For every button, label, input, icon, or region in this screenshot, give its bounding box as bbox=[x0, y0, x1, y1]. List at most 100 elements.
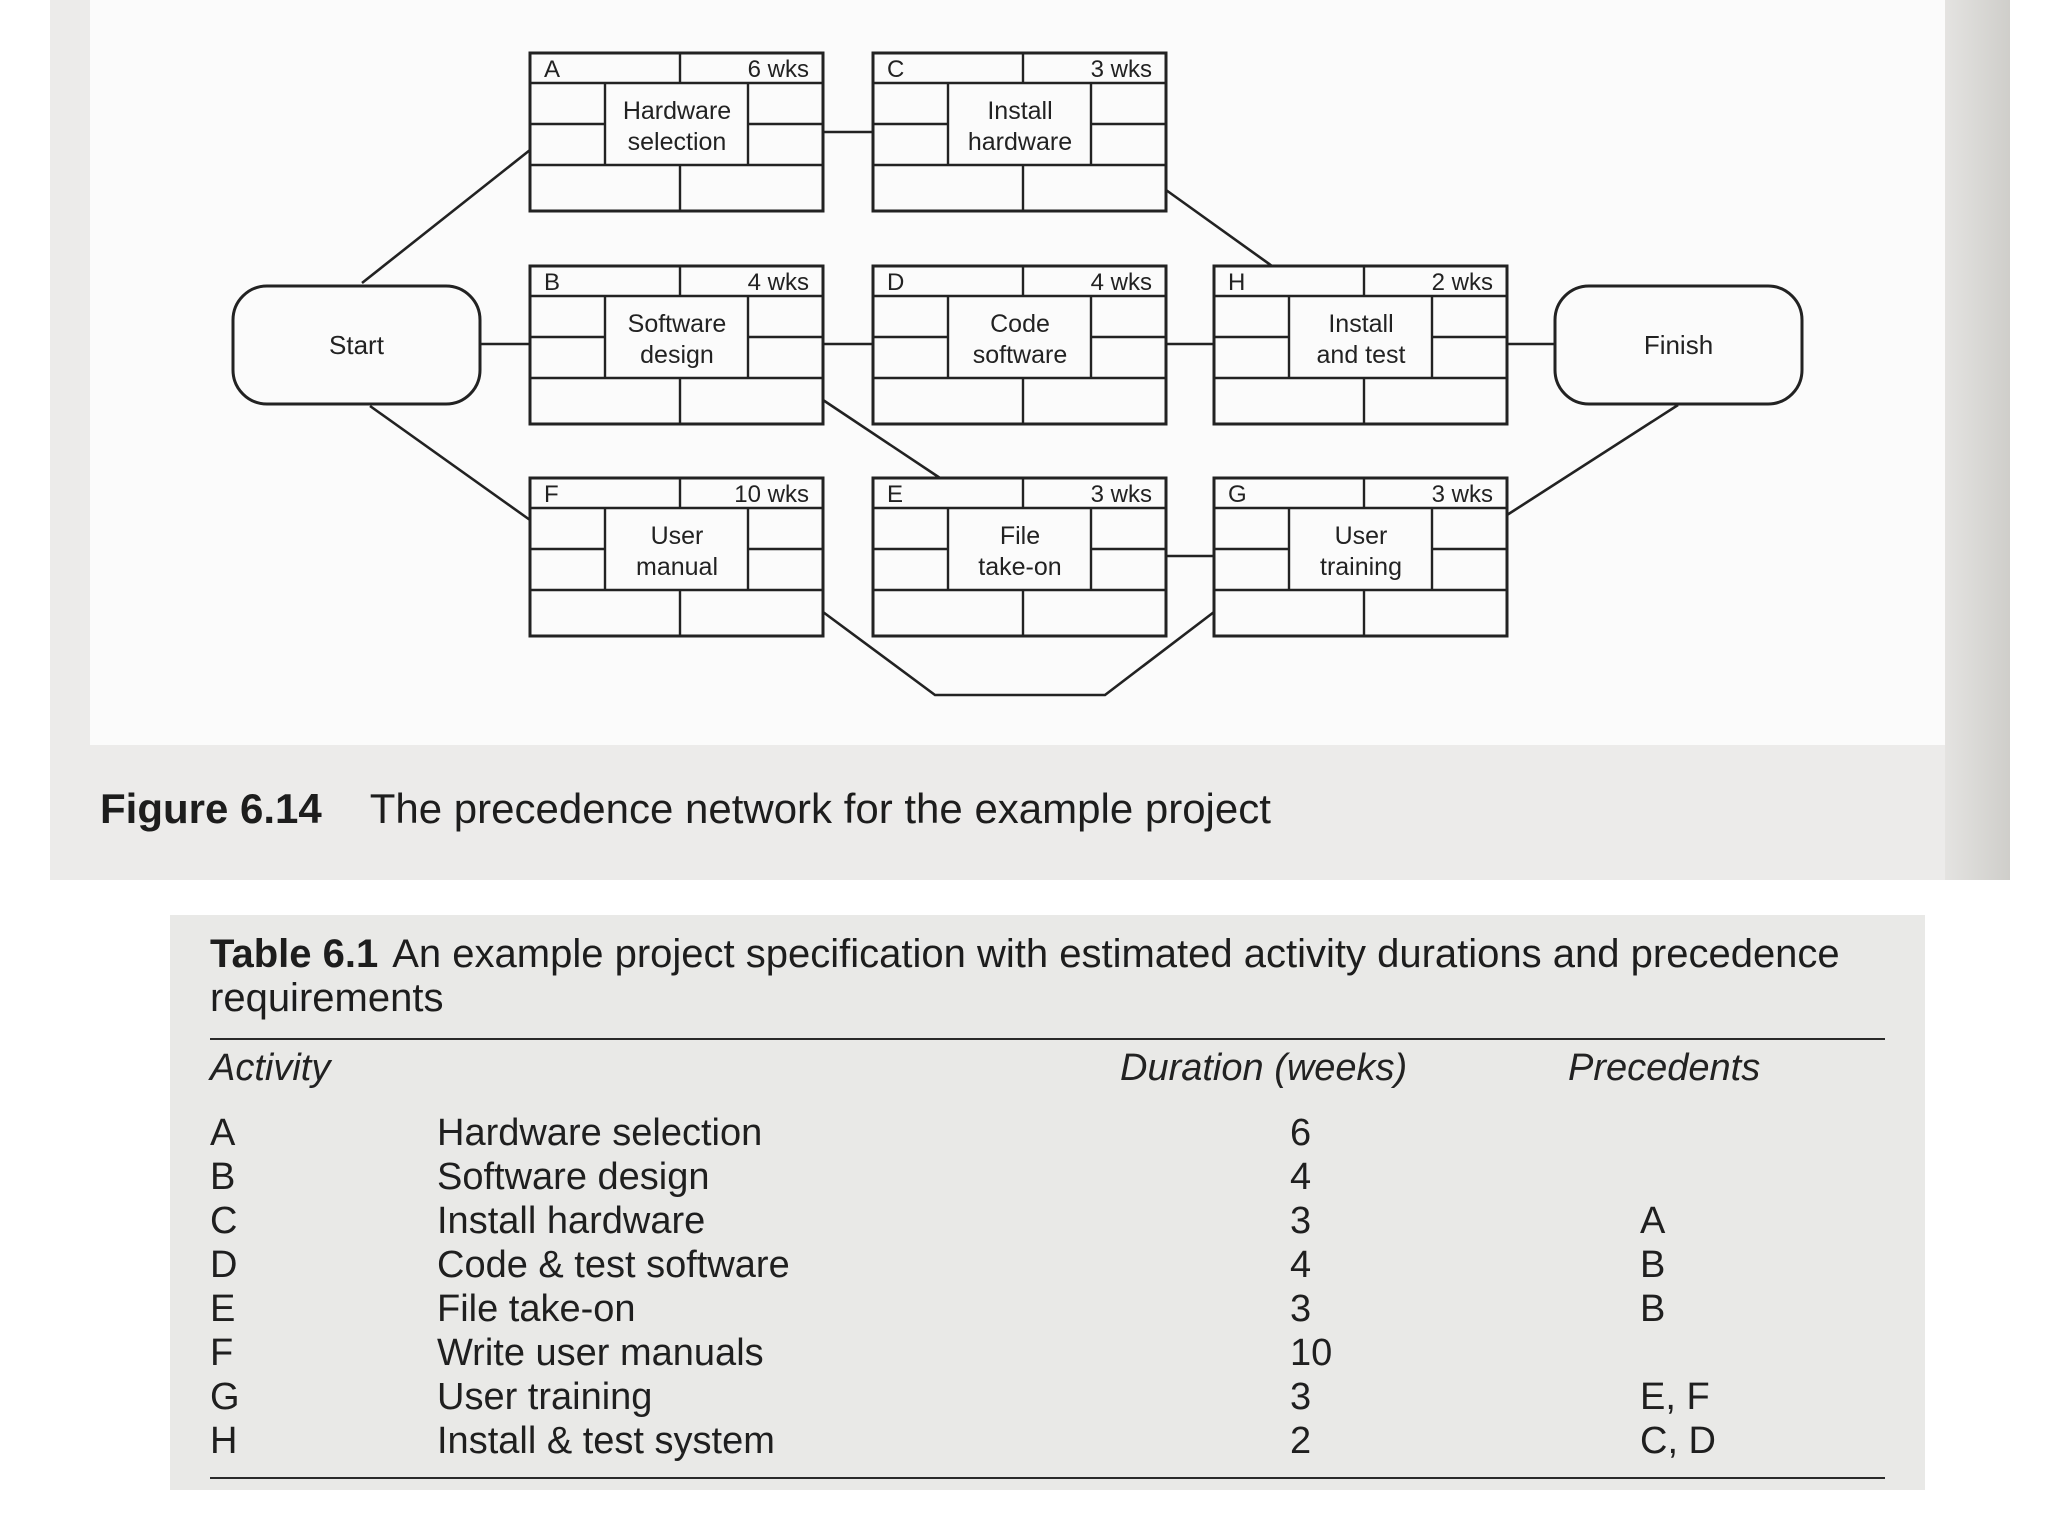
activity-label: hardware bbox=[968, 128, 1072, 156]
activity-precedents: C, D bbox=[1640, 1420, 1716, 1462]
network-links bbox=[361, 130, 1679, 697]
activity-box bbox=[1212, 264, 1509, 426]
finish-node-label: Finish bbox=[1644, 330, 1713, 360]
activity-id: C bbox=[210, 1200, 238, 1242]
table-number: Table 6.1 bbox=[210, 932, 379, 976]
activity-duration: 3 wks bbox=[1091, 56, 1152, 83]
table-row: B Software design 4 bbox=[0, 1156, 2048, 1200]
activity-label: training bbox=[1320, 553, 1402, 581]
link-start-f bbox=[369, 404, 531, 522]
table-row: G User training 3 E, F bbox=[0, 1376, 2048, 1420]
activity-label: File bbox=[1000, 522, 1040, 550]
activity-duration: 3 wks bbox=[1091, 481, 1152, 508]
activity-label: Code bbox=[990, 310, 1050, 338]
activity-id: B bbox=[210, 1156, 236, 1198]
activity-name: Install hardware bbox=[437, 1200, 706, 1242]
activity-id: D bbox=[887, 269, 904, 296]
header-duration: Duration (weeks) bbox=[1120, 1047, 1408, 1089]
figure-caption-text: The precedence network for the example p… bbox=[369, 785, 1271, 832]
start-node: Start bbox=[231, 284, 482, 406]
activity-id: C bbox=[887, 56, 904, 83]
activity-duration: 4 wks bbox=[1091, 269, 1152, 296]
activity-id: E bbox=[210, 1288, 236, 1330]
activity-label: design bbox=[640, 341, 714, 369]
finish-node: Finish bbox=[1553, 284, 1804, 406]
header-activity: Activity bbox=[210, 1047, 331, 1089]
activity-precedents: E, F bbox=[1640, 1376, 1710, 1418]
activity-id: H bbox=[210, 1420, 238, 1462]
activity-duration: 4 bbox=[1290, 1156, 1312, 1198]
activity-duration: 2 wks bbox=[1432, 269, 1493, 296]
start-node-label: Start bbox=[329, 330, 385, 360]
table-bottom-rule bbox=[210, 1477, 1885, 1479]
link-f-g bbox=[822, 610, 1215, 697]
activity-duration: 2 bbox=[1290, 1420, 1312, 1462]
activity-label: User bbox=[651, 522, 704, 550]
activity-id: F bbox=[210, 1332, 234, 1374]
activity-box bbox=[871, 264, 1168, 426]
activity-box bbox=[528, 264, 825, 426]
activity-name: Write user manuals bbox=[437, 1332, 764, 1374]
figure-number: Figure 6.14 bbox=[100, 785, 322, 832]
activity-box bbox=[871, 476, 1168, 638]
activity-precedents: B bbox=[1640, 1244, 1666, 1286]
activity-label: Install bbox=[987, 97, 1052, 125]
activity-name: Software design bbox=[437, 1156, 710, 1198]
activity-id: G bbox=[210, 1376, 240, 1418]
link-b-e bbox=[822, 398, 941, 480]
activity-id: H bbox=[1228, 269, 1245, 296]
page-edge-shadow bbox=[1945, 0, 2010, 880]
activity-name: Hardware selection bbox=[437, 1112, 763, 1154]
activity-box bbox=[528, 476, 825, 638]
table-row: C Install hardware 3 A bbox=[0, 1200, 2048, 1244]
activity-duration: 4 wks bbox=[748, 269, 809, 296]
activity-duration: 6 bbox=[1290, 1112, 1312, 1154]
activity-duration: 3 wks bbox=[1432, 481, 1493, 508]
activity-id: G bbox=[1228, 481, 1247, 508]
table-row: A Hardware selection 6 bbox=[0, 1112, 2048, 1156]
activity-name: Code & test software bbox=[437, 1244, 790, 1286]
figure-caption: Figure 6.14 The precedence network for th… bbox=[100, 785, 1271, 833]
table-row: F Write user manuals 10 bbox=[0, 1332, 2048, 1376]
table-caption-text: An example project specification with es… bbox=[210, 932, 1840, 1020]
activity-id: A bbox=[544, 56, 560, 83]
activity-box bbox=[1212, 476, 1509, 638]
activity-label: and test bbox=[1317, 341, 1406, 369]
activity-label: User bbox=[1335, 522, 1388, 550]
activity-box bbox=[528, 51, 825, 213]
activity-precedents: A bbox=[1640, 1200, 1666, 1242]
link-g-finish bbox=[1506, 403, 1679, 517]
activity-box bbox=[871, 51, 1168, 213]
activity-label: Software bbox=[628, 310, 727, 338]
activity-id: F bbox=[544, 481, 559, 508]
table-row: H Install & test system 2 C, D bbox=[0, 1420, 2048, 1464]
table-row: D Code & test software 4 B bbox=[0, 1244, 2048, 1288]
activity-label: manual bbox=[636, 553, 718, 581]
activity-id: D bbox=[210, 1244, 238, 1286]
table-row: E File take-on 3 B bbox=[0, 1288, 2048, 1332]
activity-duration: 4 bbox=[1290, 1244, 1312, 1286]
link-c-h bbox=[1165, 188, 1273, 268]
activity-label: software bbox=[973, 341, 1067, 369]
activity-duration: 3 bbox=[1290, 1376, 1312, 1418]
start-node-shape bbox=[231, 284, 482, 406]
activity-duration: 3 bbox=[1290, 1288, 1312, 1330]
activity-label: selection bbox=[628, 128, 727, 156]
activity-name: File take-on bbox=[437, 1288, 636, 1330]
link-start-a bbox=[361, 148, 531, 285]
activity-precedents: B bbox=[1640, 1288, 1666, 1330]
activity-label: Install bbox=[1328, 310, 1393, 338]
activity-id: B bbox=[544, 269, 560, 296]
activity-duration: 6 wks bbox=[748, 56, 809, 83]
activity-duration: 10 bbox=[1290, 1332, 1333, 1374]
header-precedents: Precedents bbox=[1568, 1047, 1761, 1089]
